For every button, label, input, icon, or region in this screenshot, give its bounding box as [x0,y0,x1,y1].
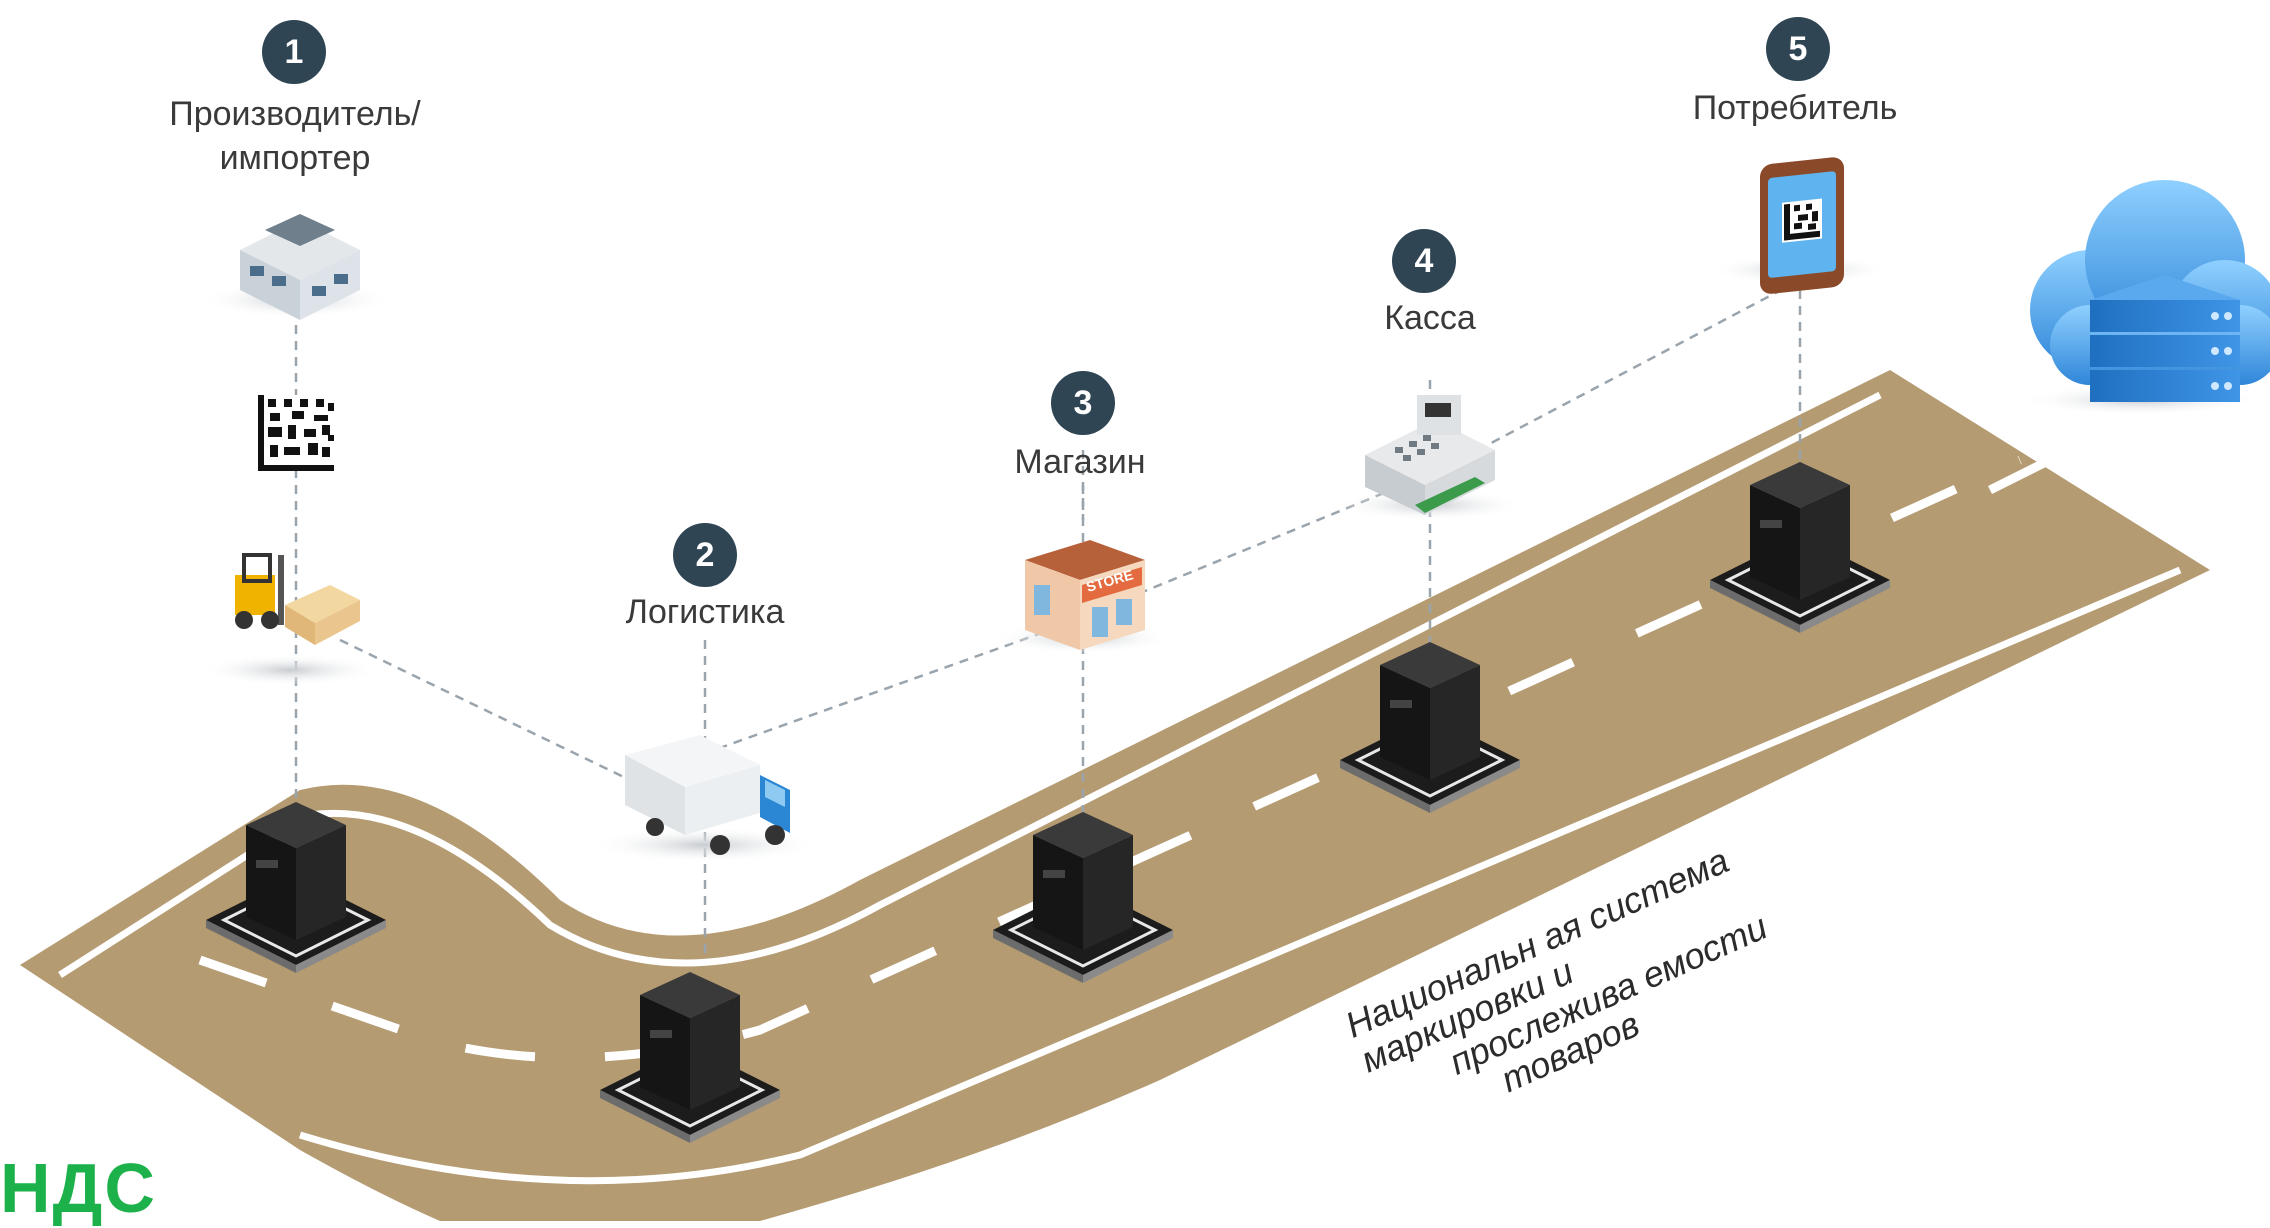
server-icon [2090,275,2240,402]
stage-label-4: Касса [1384,299,1476,337]
stage-label-1: Производитель/ импортер [169,95,421,178]
server-node-icon [206,802,386,973]
stage-number-2: 2 [673,523,737,587]
datamatrix-code-icon [258,395,334,471]
stage-label-3: Магазин [1014,443,1146,481]
factory-icon [240,214,360,320]
server-node-icon [600,972,780,1143]
server-node-icon [993,812,1173,983]
server-node-icon [1710,462,1890,633]
stage-number-3: 3 [1051,371,1115,435]
store-icon: STORE [1025,540,1145,650]
road-edge-line [298,566,2182,1185]
forklift-icon [235,553,360,645]
cloud-server-icon [2030,180,2270,402]
road [20,370,2210,1221]
stage-number-1: 1 [262,20,326,84]
stage-label-5: Потребитель [1692,89,1898,127]
truck-icon [625,735,790,855]
stage-label-2: Логистика [625,593,785,631]
road-nodes [206,462,1890,1143]
server-node-icon [1340,642,1520,813]
road-edge-line [58,391,1882,978]
brand-logo-text: НДС [0,1149,157,1227]
cash-register-icon [1365,395,1495,515]
stage-number-4: 4 [1392,229,1456,293]
stage-number-5: 5 [1766,17,1830,81]
road-center-line [1987,450,2063,495]
smartphone-icon [1760,157,1844,294]
